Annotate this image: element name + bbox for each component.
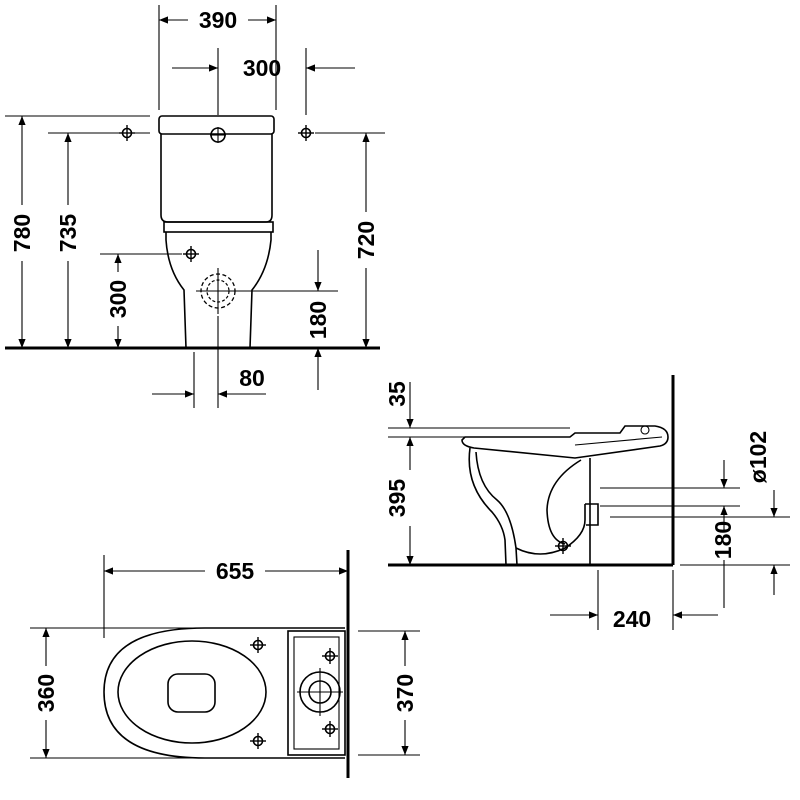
dimension-390: 390	[158, 5, 277, 110]
dimension-655-label: 655	[216, 558, 255, 584]
dimension-735: 735	[48, 132, 150, 348]
dimension-180-front-label: 180	[305, 301, 331, 339]
dimension-300-top: 300	[172, 48, 355, 115]
dimension-360: 360	[30, 627, 200, 759]
dimension-240-label: 240	[613, 606, 651, 632]
dimension-395: 395	[384, 437, 417, 565]
dimension-370-label: 370	[392, 674, 418, 712]
dimension-80-label: 80	[239, 365, 265, 391]
dimension-diameter-102: ø102	[600, 431, 771, 532]
dimension-35-label: 35	[384, 381, 410, 407]
dimension-180-front: 180	[240, 250, 338, 390]
dimension-300-left: 300	[100, 253, 182, 348]
cistern-front	[158, 115, 275, 233]
dimension-180-side: 180	[610, 490, 790, 595]
dimension-370: 370	[358, 630, 420, 756]
side-view: 35 395 ø102 180	[384, 375, 790, 632]
dimension-720: 720	[315, 132, 385, 348]
dimension-390-label: 390	[199, 7, 237, 33]
dimension-360-label: 360	[33, 674, 59, 712]
dimension-735-label: 735	[55, 214, 81, 253]
dimension-240: 240	[550, 570, 718, 632]
dimension-diameter-102-label: ø102	[745, 431, 771, 483]
dimension-720-label: 720	[353, 221, 379, 259]
front-view: 390 300 780 735 300	[5, 5, 385, 408]
toilet-plan-outline	[103, 627, 346, 759]
plan-view: 655 360 370	[30, 550, 420, 778]
dimension-300-top-label: 300	[243, 55, 281, 81]
dimension-180-side-label: 180	[710, 521, 736, 559]
pan-front	[165, 232, 272, 349]
toilet-side-profile	[461, 425, 669, 566]
dimension-300-left-label: 300	[105, 280, 131, 318]
dimension-395-label: 395	[384, 479, 410, 518]
dimension-35: 35	[384, 381, 570, 438]
dimension-655: 655	[103, 555, 348, 638]
dimension-80: 80	[152, 316, 266, 408]
dimension-780: 780	[5, 115, 150, 348]
dimension-780-label: 780	[9, 214, 35, 252]
